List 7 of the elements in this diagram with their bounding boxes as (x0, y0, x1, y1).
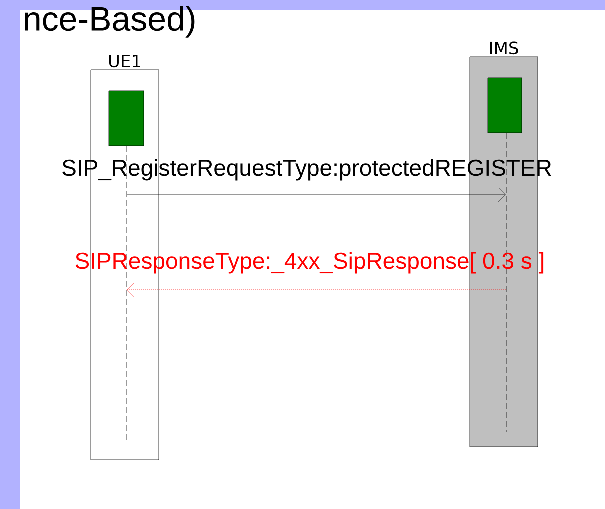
node-label: UE1 (109, 54, 140, 68)
activation-box (488, 78, 522, 134)
message-arrow (126, 188, 506, 202)
message-arrow (127, 282, 506, 298)
slide-title: nce-Based) (25, 6, 195, 38)
node-label: IMS (490, 42, 518, 55)
activation-box (108, 90, 144, 146)
